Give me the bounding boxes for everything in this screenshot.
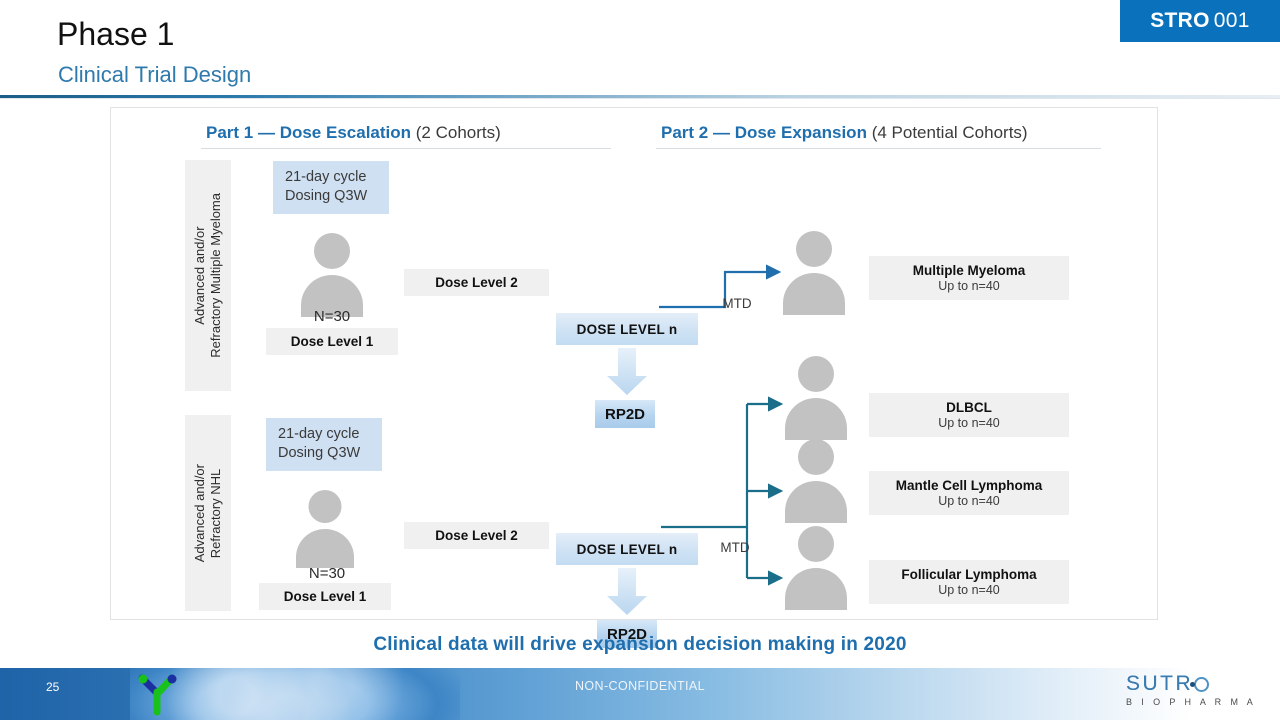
indication-text: Advanced and/or Refractory NHL <box>192 463 223 563</box>
indication-label-nhl: Advanced and/or Refractory NHL <box>185 415 231 611</box>
indication-text: Advanced and/or Refractory Multiple Myel… <box>192 193 223 358</box>
cohort-box-dlbcl: DLBCL Up to n=40 <box>869 393 1069 437</box>
badge-bold-text: STRO <box>1150 9 1210 32</box>
down-arrow-arm2 <box>607 568 647 615</box>
compound-code-badge: STRO 001 <box>1120 0 1280 42</box>
page-subtitle: Clinical Trial Design <box>58 62 252 87</box>
page-title: Phase 1 <box>57 16 175 52</box>
cohort-title: Mantle Cell Lymphoma <box>895 478 1043 493</box>
enrollment-count-arm2: N=30 <box>308 565 346 582</box>
page-number: 25 <box>46 680 60 694</box>
cohort-enrollment: Up to n=40 <box>938 494 1000 508</box>
cohort-enrollment: Up to n=40 <box>938 416 1000 430</box>
dose-level-2-arm1: Dose Level 2 <box>404 269 549 296</box>
patient-icon-head <box>798 356 834 392</box>
dosing-schedule-box-arm2: 21-day cycle Dosing Q3W <box>266 418 382 471</box>
cohort-enrollment: Up to n=40 <box>938 279 1000 293</box>
header-divider-thin <box>0 98 1280 99</box>
patient-icon-cohort-multiple-myeloma <box>783 231 845 315</box>
trial-design-panel: Part 1 — Dose Escalation (2 Cohorts) Par… <box>110 107 1158 648</box>
part1-heading: Part 1 — Dose Escalation (2 Cohorts) <box>206 123 501 143</box>
logo-ring-icon <box>1190 677 1210 692</box>
footer-band <box>0 668 1280 720</box>
cohort-box-multiple-myeloma: Multiple Myeloma Up to n=40 <box>869 256 1069 300</box>
cell-image-decoration <box>130 668 460 720</box>
rp2d-box-arm2: RP2D <box>597 620 657 648</box>
patient-icon-cohort-follicular <box>785 526 847 610</box>
logo-tagline: B I O P H A R M A <box>1126 697 1257 707</box>
mtd-label-arm1: MTD <box>722 296 752 311</box>
patient-icon-cohort-mantle-cell <box>785 439 847 523</box>
dose-level-n-arm2: DOSE LEVEL n <box>556 533 698 565</box>
cohort-title: DLBCL <box>946 400 992 415</box>
dose-level-n-arm1: DOSE LEVEL n <box>556 313 698 345</box>
mtd-label-arm2: MTD <box>720 540 750 555</box>
part1-underline <box>201 148 611 149</box>
rp2d-box-arm1: RP2D <box>595 400 655 428</box>
company-logo: SUTR B I O P H A R M A <box>1126 672 1256 707</box>
cohort-box-follicular-lymphoma: Follicular Lymphoma Up to n=40 <box>869 560 1069 604</box>
part1-heading-strong: Part 1 — Dose Escalation <box>206 123 412 142</box>
down-arrow-arm1 <box>607 348 647 395</box>
dose-level-1-arm1: Dose Level 1 <box>266 328 398 355</box>
patient-icon-head <box>314 233 350 269</box>
antibody-icon <box>138 674 177 716</box>
part2-heading-strong: Part 2 — Dose Expansion <box>661 123 867 142</box>
part2-heading-sub: (4 Potential Cohorts) <box>871 123 1028 142</box>
slide-caption: Clinical data will drive expansion decis… <box>373 634 907 655</box>
confidentiality-notice: NON-CONFIDENTIAL <box>574 679 705 693</box>
patient-icon-head <box>798 439 834 475</box>
dosing-schedule-box-arm1: 21-day cycle Dosing Q3W <box>273 161 389 214</box>
cohort-enrollment: Up to n=40 <box>938 583 1000 597</box>
cohort-title: Follicular Lymphoma <box>901 567 1037 582</box>
patient-icon-cohort-dlbcl <box>785 356 847 440</box>
indication-label-multiple-myeloma: Advanced and/or Refractory Multiple Myel… <box>185 160 231 391</box>
patient-icon-body <box>296 529 354 568</box>
enrollment-count-arm1: N=30 <box>313 308 351 325</box>
patient-icon-arm2 <box>296 490 354 568</box>
patient-icon-arm1 <box>301 233 363 317</box>
header-divider <box>0 95 1280 98</box>
logo-wordmark: SUTR <box>1126 672 1194 695</box>
badge-light-text: 001 <box>1213 9 1250 32</box>
patient-icon-head <box>798 526 834 562</box>
dose-level-1-arm2: Dose Level 1 <box>259 583 391 610</box>
cohort-title: Multiple Myeloma <box>912 263 1026 278</box>
patient-icon-body <box>785 481 847 523</box>
part2-heading: Part 2 — Dose Expansion (4 Potential Coh… <box>661 123 1028 143</box>
patient-icon-body <box>785 568 847 610</box>
patient-icon-body <box>301 275 363 317</box>
cohort-box-mantle-cell-lymphoma: Mantle Cell Lymphoma Up to n=40 <box>869 471 1069 515</box>
patient-icon-body <box>783 273 845 315</box>
patient-icon-body <box>785 398 847 440</box>
dose-level-2-arm2: Dose Level 2 <box>404 522 549 549</box>
patient-icon-head <box>308 490 342 523</box>
part2-underline <box>656 148 1101 149</box>
part1-heading-sub: (2 Cohorts) <box>415 123 501 142</box>
patient-icon-head <box>796 231 832 267</box>
